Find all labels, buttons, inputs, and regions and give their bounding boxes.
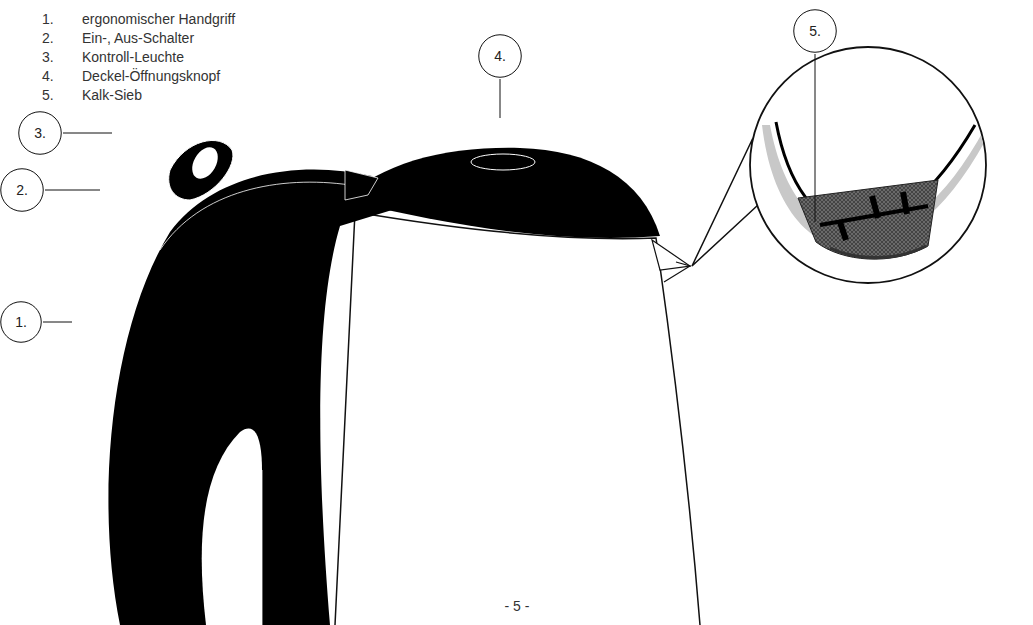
zoom-detail — [762, 122, 992, 259]
part-name: Ein-, Aus-Schalter — [82, 30, 194, 47]
zoom-pointer — [692, 140, 758, 266]
page-number: - 5 - — [502, 598, 533, 615]
spout-edge — [664, 262, 690, 282]
list-number: 2. — [42, 30, 54, 47]
handle — [108, 170, 392, 625]
callout-circle: 4. — [478, 34, 522, 78]
callout-circle: 1. — [0, 301, 42, 343]
list-number: 5. — [42, 87, 54, 104]
kettle-body — [335, 212, 700, 625]
leader-line — [45, 190, 100, 191]
part-name: Kontroll-Leuchte — [82, 49, 184, 66]
callout-ring — [479, 35, 522, 78]
callout-ring — [1, 302, 42, 343]
part-name: Kalk-Sieb — [82, 87, 142, 104]
callout-ring — [1, 169, 44, 212]
handle-opening — [202, 428, 262, 625]
callout-ring — [794, 10, 837, 53]
list-number: 3. — [42, 49, 54, 66]
callout-circle: 3. — [18, 111, 62, 155]
callout-number: 2. — [0, 168, 44, 212]
lid — [345, 148, 660, 238]
spout — [652, 240, 690, 270]
callout-number: 3. — [18, 111, 62, 155]
callout-number: 5. — [793, 9, 837, 53]
part-name: ergonomischer Handgriff — [82, 11, 235, 28]
callout-ring — [19, 112, 62, 155]
callout-number: 1. — [0, 301, 42, 343]
zoom-circle — [750, 47, 986, 283]
leader-line — [500, 79, 501, 118]
leader-line — [63, 133, 112, 134]
lid-button — [471, 154, 535, 170]
handle-edge — [160, 182, 350, 625]
leader-line — [815, 54, 816, 222]
list-number: 4. — [42, 68, 54, 85]
switch — [169, 140, 233, 200]
control-lamp — [187, 143, 223, 183]
lid-hinge — [345, 170, 378, 200]
part-name: Deckel-Öffnungsknopf — [82, 68, 220, 85]
callout-circle: 5. — [793, 9, 837, 53]
callout-number: 4. — [478, 34, 522, 78]
callout-circle: 2. — [0, 168, 44, 212]
leader-line — [43, 322, 72, 323]
list-number: 1. — [42, 11, 54, 28]
